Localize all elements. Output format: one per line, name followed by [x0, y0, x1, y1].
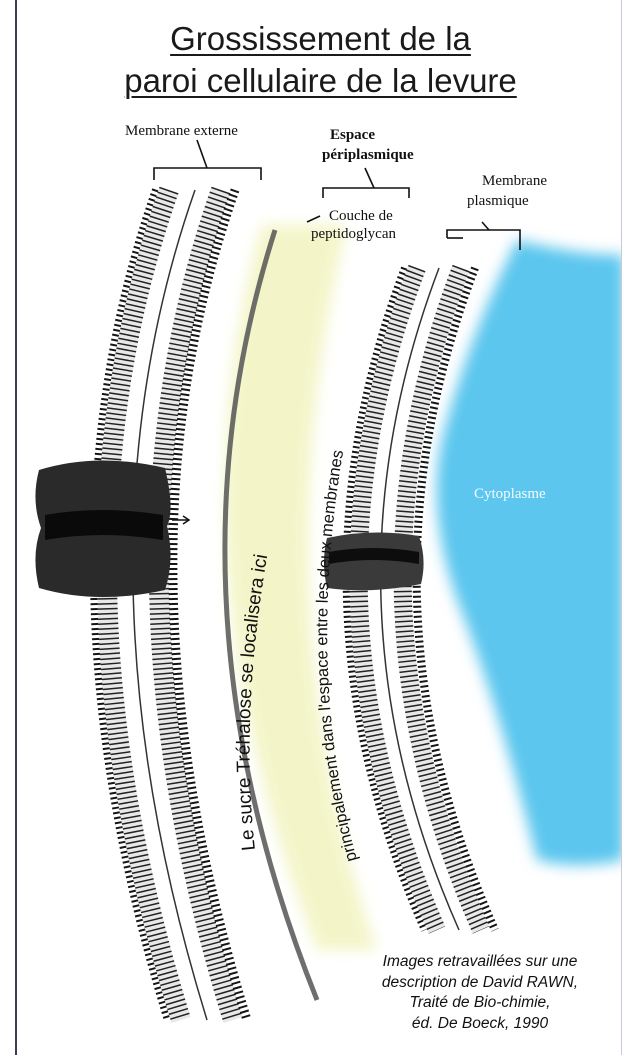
bracket-outer-membrane: [154, 140, 261, 180]
cytoplasm-region: [437, 240, 622, 865]
credit-line4: éd. De Boeck, 1990: [335, 1014, 622, 1035]
plasma-membrane-protein: [324, 532, 424, 590]
bracket-periplasmic: [323, 168, 409, 198]
label-plasma-membrane-2: plasmique: [467, 192, 529, 210]
title-line2: paroi cellulaire de la levure: [17, 62, 622, 100]
credit-line2: description de David RAWN,: [335, 973, 622, 994]
outer-membrane-protein: [35, 460, 189, 597]
credit-line1: Images retravaillées sur une: [335, 952, 622, 973]
label-plasma-membrane-1: Membrane: [482, 172, 547, 190]
label-periplasmic-1: Espace: [330, 126, 375, 144]
credit-line3: Traité de Bio-chimie,: [335, 993, 622, 1014]
label-outer-membrane: Membrane externe: [125, 122, 238, 140]
cell-wall-illustration: Le sucre Tréhalose se localisera ici pri…: [17, 0, 622, 1055]
label-cytoplasm: Cytoplasme: [474, 485, 546, 503]
diagram-frame: Le sucre Tréhalose se localisera ici pri…: [15, 0, 622, 1055]
label-peptidoglycan-2: peptidoglycan: [311, 225, 396, 243]
source-credit: Images retravaillées sur une description…: [335, 952, 622, 1034]
label-periplasmic-2: périplasmique: [322, 146, 414, 164]
label-peptidoglycan-1: Couche de: [329, 207, 393, 225]
pointer-peptidoglycan: [307, 216, 320, 222]
title-line1: Grossissement de la: [17, 20, 622, 58]
bracket-plasma-membrane: [447, 222, 520, 250]
